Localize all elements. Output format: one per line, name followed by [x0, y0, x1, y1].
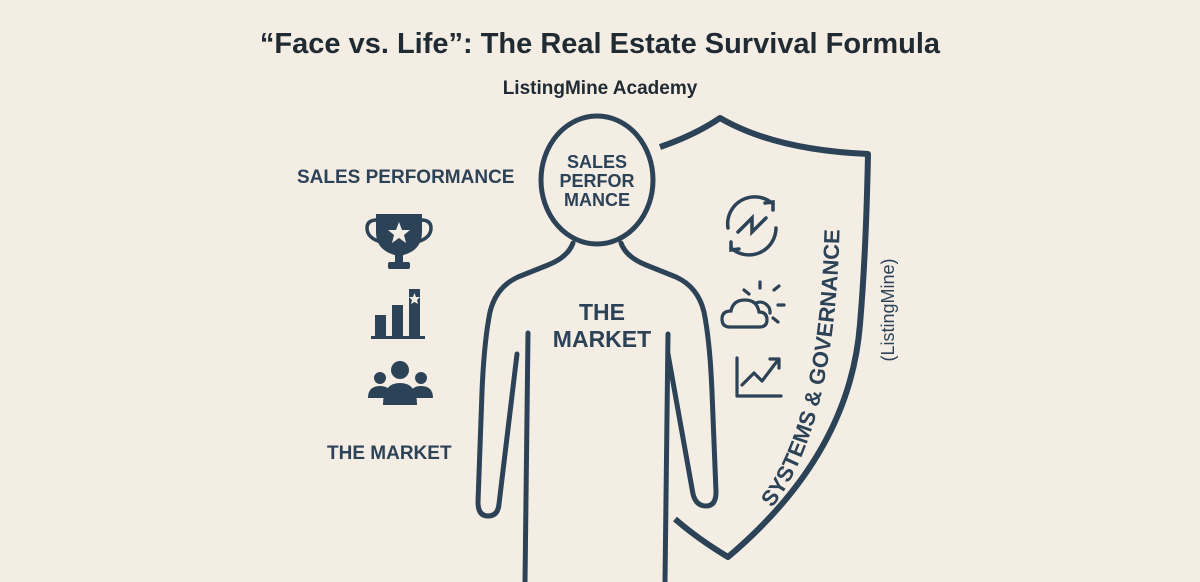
body-label: THE MARKET: [553, 299, 651, 352]
people-group-icon: [368, 361, 433, 405]
page-title: “Face vs. Life”: The Real Estate Surviva…: [259, 28, 941, 60]
human-figure-outline: [475, 113, 719, 582]
refresh-cycle-icon: [725, 195, 778, 257]
body-label-line: THE: [579, 299, 625, 325]
body-label-line: MARKET: [553, 326, 651, 352]
shield-outline: [659, 115, 871, 560]
head-label-line: PERFOR: [559, 171, 634, 191]
weather-cloud-sun-icon: [720, 280, 786, 329]
trend-up-chart-icon: [735, 356, 783, 398]
page-subtitle: ListingMine Academy: [502, 78, 698, 99]
head-label-line: MANCE: [564, 190, 630, 210]
head-label: SALES PERFOR MANCE: [559, 152, 634, 210]
shield-sublabel: (ListingMine): [878, 258, 898, 361]
trophy-icon: [365, 214, 433, 269]
left-heading: SALES PERFORMANCE: [297, 167, 514, 188]
left-footer: THE MARKET: [327, 443, 452, 464]
head-label-line: SALES: [567, 152, 627, 172]
bar-chart-star-icon: [371, 289, 425, 339]
